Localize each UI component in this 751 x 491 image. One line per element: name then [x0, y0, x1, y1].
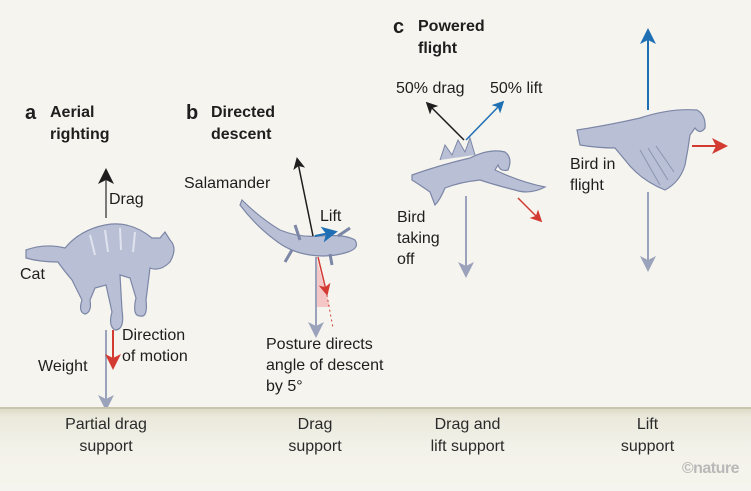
- panel-title-line: descent: [211, 126, 272, 143]
- direction-of-motion-label: Direction of motion: [122, 325, 188, 367]
- panel-letter-c: c: [393, 16, 405, 38]
- label-line: Posture directs: [266, 336, 373, 353]
- label-line: angle of descent: [266, 357, 384, 374]
- label-line: flight: [570, 177, 604, 194]
- label-line: by 5°: [266, 378, 303, 395]
- bird-takeoff-illustration: [411, 136, 547, 207]
- cat-label: Cat: [20, 266, 45, 283]
- panel-title-line: Aerial: [50, 104, 95, 121]
- ground-band: [0, 407, 751, 491]
- descent-angle-wedge: [316, 257, 330, 307]
- ground-label-lift: Lift support: [590, 414, 705, 458]
- panel-letter-b: b: [186, 102, 199, 124]
- panel-title-aerial-righting: Aerial righting: [50, 102, 110, 146]
- label-line: Drag and: [434, 416, 501, 433]
- label-line: taking: [397, 230, 440, 247]
- ground-label-partial-drag: Partial drag support: [36, 414, 176, 458]
- bird-taking-off-label: Bird taking off: [397, 207, 440, 270]
- drag-arrow-takeoff: [425, 101, 465, 141]
- label-line: Lift: [636, 416, 659, 433]
- panel-title-line: Powered: [418, 18, 485, 35]
- drag-arrow-salamander: [293, 157, 314, 237]
- label-line: support: [288, 438, 342, 455]
- label-line: Bird: [397, 209, 426, 226]
- lift-arrow-takeoff: [465, 100, 505, 141]
- lift-arrow-salamander: [314, 226, 338, 243]
- bird-flight-illustration: [576, 109, 706, 191]
- label-line: lift support: [430, 438, 505, 455]
- label-line: support: [620, 438, 675, 455]
- panel-title-directed-descent: Directed descent: [211, 102, 275, 146]
- label-line: support: [79, 438, 133, 455]
- lift-50-label: 50% lift: [490, 80, 543, 97]
- bird-in-flight-label: Bird in flight: [570, 154, 615, 196]
- lift-label: Lift: [320, 208, 342, 225]
- motion-arrow-takeoff: [517, 197, 543, 223]
- salamander-label: Salamander: [184, 175, 271, 192]
- panel-title-line: flight: [418, 40, 458, 57]
- label-line: Bird in: [570, 156, 616, 173]
- nature-credit: ©nature: [681, 460, 740, 477]
- label-line: off: [397, 251, 415, 268]
- posture-note: Posture directs angle of descent by 5°: [266, 334, 383, 397]
- panel-letter-a: a: [25, 102, 37, 124]
- motion-extension-dashed: [325, 289, 334, 329]
- label-line: Direction: [122, 327, 186, 344]
- label-line: of motion: [122, 348, 188, 365]
- ground-label-drag-and-lift: Drag and lift support: [405, 414, 530, 458]
- panel-title-line: righting: [50, 126, 110, 143]
- drag-50-label: 50% drag: [396, 80, 465, 97]
- ground-label-drag: Drag support: [255, 414, 375, 458]
- panel-title-powered-flight: Powered flight: [418, 16, 485, 60]
- label-line: Partial drag: [65, 416, 147, 433]
- drag-label-cat: Drag: [109, 191, 144, 208]
- weight-label: Weight: [38, 358, 88, 375]
- panel-title-line: Directed: [211, 104, 276, 121]
- label-line: Drag: [297, 416, 333, 433]
- motion-arrow-salamander: [317, 256, 331, 296]
- cat-illustration: [25, 223, 175, 331]
